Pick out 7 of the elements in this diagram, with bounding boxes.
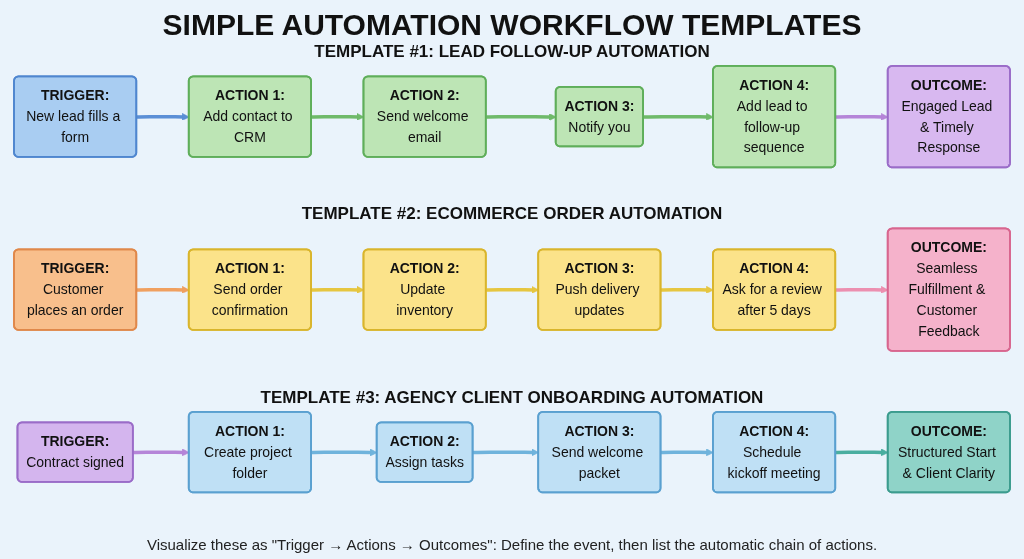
section-heading: TEMPLATE #1: LEAD FOLLOW-UP AUTOMATION: [314, 41, 710, 62]
diagram-title: SIMPLE AUTOMATION WORKFLOW TEMPLATES: [161, 8, 863, 42]
arrow: [486, 285, 539, 294]
section-heading: TEMPLATE #2: ECOMMERCE ORDER AUTOMATION: [301, 204, 723, 225]
caption: Visualize these as "Trigger → Actions → Outcomes": Define the event, then list the automatic chain of actions.: [146, 536, 878, 553]
arrow: [473, 448, 539, 457]
section-heading: TEMPLATE #3: AGENCY CLIENT ONBOARDING AUTOMATION: [260, 387, 764, 408]
